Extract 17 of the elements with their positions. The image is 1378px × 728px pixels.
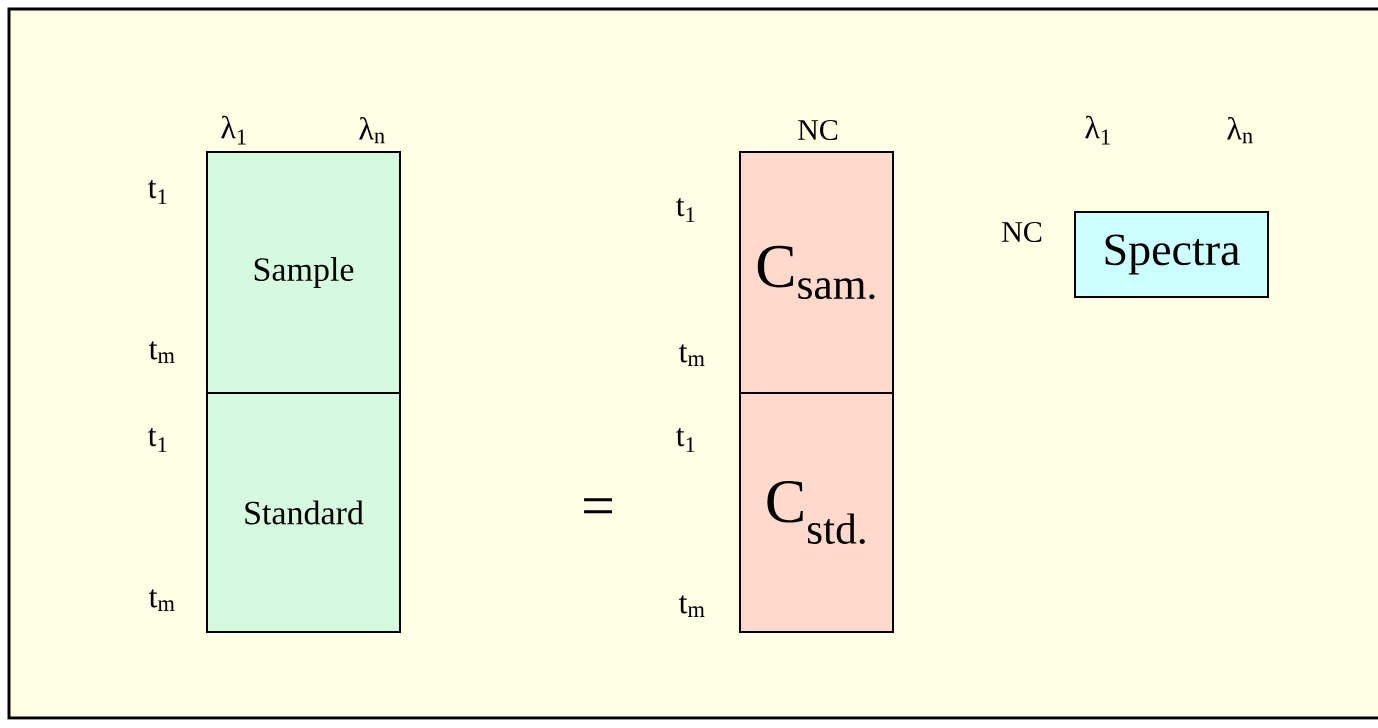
equals-sign: = <box>584 498 612 514</box>
axis-label: λ$_{1}$ <box>1085 115 1110 145</box>
axis-label: NC <box>1002 221 1042 243</box>
axis-label: t$_{m}$ <box>148 341 175 363</box>
matrix-box: C$_{sam.}$ <box>739 151 894 394</box>
matrix-box: Spectra <box>1074 211 1269 298</box>
axis-label: t$_{m}$ <box>678 595 705 617</box>
axis-label: λ$_{n}$ <box>1227 116 1253 144</box>
axis-label: t$_{1}$ <box>148 179 167 205</box>
axis-label: t$_{1}$ <box>676 197 695 223</box>
axis-label: t$_{1}$ <box>148 427 167 453</box>
axis-label: t$_{1}$ <box>676 427 695 453</box>
matrix-box: Standard <box>206 392 401 633</box>
matrix-box: C$_{std.}$ <box>739 392 894 633</box>
axis-label: t$_{m}$ <box>148 589 175 611</box>
axis-label: t$_{m}$ <box>678 344 705 366</box>
matrix-box: Sample <box>206 151 401 394</box>
